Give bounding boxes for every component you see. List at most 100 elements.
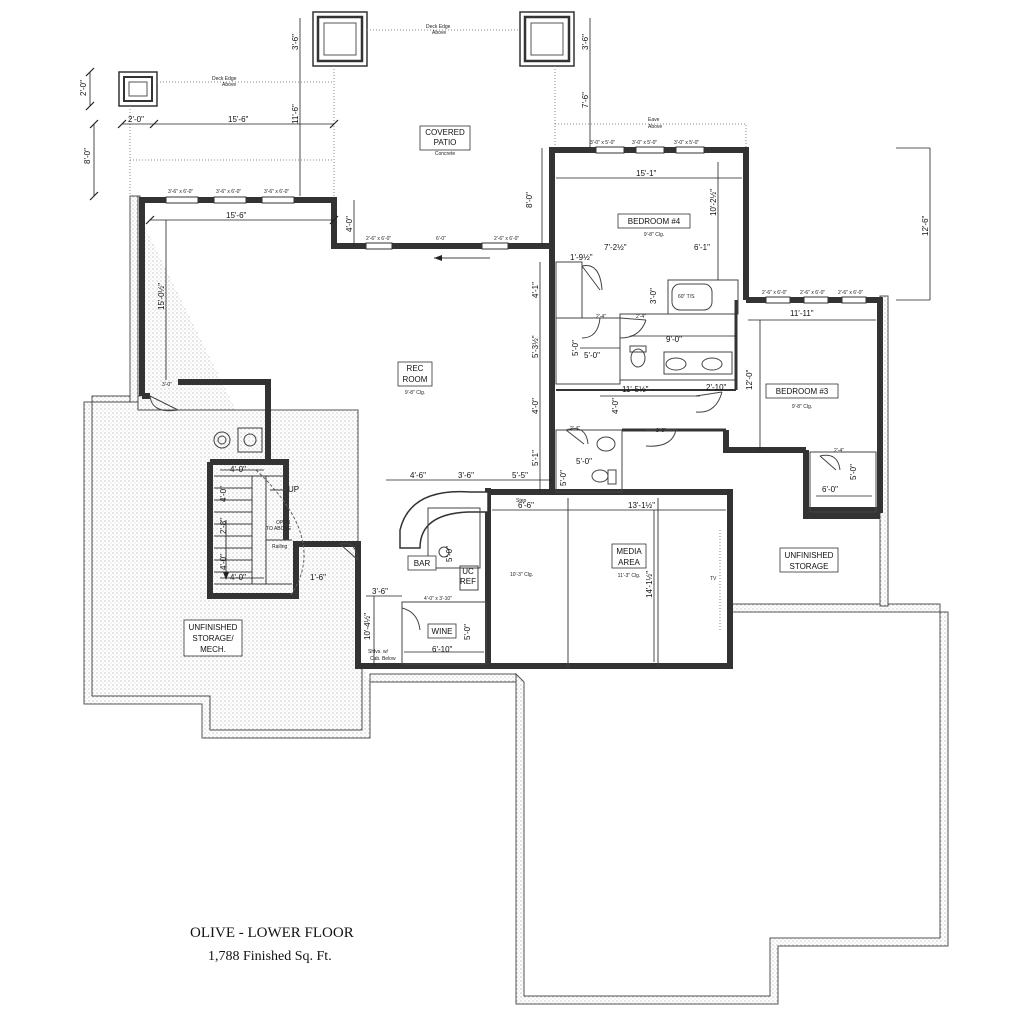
room-name: BAR xyxy=(414,559,431,568)
svg-text:2'-8": 2'-8" xyxy=(219,518,228,534)
svg-text:Shlvs. w/: Shlvs. w/ xyxy=(368,649,389,655)
svg-text:3'-6": 3'-6" xyxy=(581,34,590,50)
room-ceiling: 9'-8" Clg. xyxy=(644,232,664,238)
room-name: AREA xyxy=(618,558,640,567)
svg-text:5'-0": 5'-0" xyxy=(571,340,580,356)
svg-text:2'-4": 2'-4" xyxy=(570,426,580,432)
svg-text:Step: Step xyxy=(516,498,527,504)
svg-text:1'-6": 1'-6" xyxy=(310,573,326,582)
svg-text:4'-0": 4'-0" xyxy=(219,554,228,570)
svg-text:10'-3" Clg.: 10'-3" Clg. xyxy=(510,572,533,578)
room-name: PATIO xyxy=(434,138,457,147)
svg-text:Above: Above xyxy=(648,124,662,130)
svg-text:6'-0": 6'-0" xyxy=(822,485,838,494)
svg-text:4'-0": 4'-0" xyxy=(230,573,246,582)
svg-text:2'-6" x 6'-0": 2'-6" x 6'-0" xyxy=(762,290,787,296)
svg-text:UP: UP xyxy=(288,485,299,494)
svg-text:2'-6" x 6'-0": 2'-6" x 6'-0" xyxy=(494,236,519,242)
svg-text:4'-0" x 3'-10": 4'-0" x 3'-10" xyxy=(424,596,452,602)
svg-text:3'-6": 3'-6" xyxy=(291,34,300,50)
svg-text:1'-9½": 1'-9½" xyxy=(570,253,593,262)
svg-text:5'-0": 5'-0" xyxy=(584,351,600,360)
deck-edges xyxy=(129,29,747,196)
svg-text:60" T/S: 60" T/S xyxy=(678,294,695,300)
svg-text:10'-4½": 10'-4½" xyxy=(363,613,372,640)
room-name: UNFINISHED xyxy=(189,623,238,632)
svg-text:5'-1": 5'-1" xyxy=(531,450,540,466)
room-name: WINE xyxy=(432,627,453,636)
svg-text:7'-2½": 7'-2½" xyxy=(604,243,627,252)
room-name: COVERED xyxy=(425,128,465,137)
svg-text:10'-2½": 10'-2½" xyxy=(709,189,718,216)
svg-text:3'-6" x 6'-0": 3'-6" x 6'-0" xyxy=(168,189,193,195)
svg-text:2'-0": 2'-0" xyxy=(79,80,88,96)
svg-text:OPEN: OPEN xyxy=(276,520,291,526)
room-name: MECH. xyxy=(200,645,226,654)
svg-text:6'-0": 6'-0" xyxy=(436,236,446,242)
dimension-lines xyxy=(85,18,931,666)
svg-text:15'-6": 15'-6" xyxy=(228,115,249,124)
svg-text:8'-0": 8'-0" xyxy=(83,148,92,164)
room-name: UC xyxy=(462,567,474,576)
svg-text:6'-6": 6'-6" xyxy=(518,501,534,510)
svg-text:7'-6": 7'-6" xyxy=(581,92,590,108)
svg-text:2'-4": 2'-4" xyxy=(636,314,646,320)
room-wine: WINE xyxy=(427,623,457,639)
svg-text:2'-8": 2'-8" xyxy=(656,428,666,434)
svg-text:12'-6": 12'-6" xyxy=(921,215,930,236)
svg-text:15'-0½": 15'-0½" xyxy=(157,283,166,310)
svg-text:5'-0": 5'-0" xyxy=(463,624,472,640)
svg-text:15'-1": 15'-1" xyxy=(636,169,657,178)
svg-text:5'-3½": 5'-3½" xyxy=(531,335,540,358)
room-name: REF xyxy=(460,577,476,586)
svg-text:11'-11": 11'-11" xyxy=(790,309,814,318)
plan-subtitle: 1,788 Finished Sq. Ft. xyxy=(208,949,332,964)
svg-text:15'-6": 15'-6" xyxy=(226,211,247,220)
svg-text:4'-6": 4'-6" xyxy=(410,471,426,480)
room-name: STORAGE/ xyxy=(192,634,234,643)
room-name: MEDIA xyxy=(616,547,642,556)
room-unfinished-storage-mech: UNFINISHED STORAGE/ MECH. xyxy=(183,619,243,657)
svg-text:4'-1": 4'-1" xyxy=(531,282,540,298)
svg-text:5'-0": 5'-0" xyxy=(849,464,858,480)
svg-text:4'-0": 4'-0" xyxy=(345,216,354,232)
svg-text:11'-5½": 11'-5½" xyxy=(622,385,649,394)
svg-text:3'-6": 3'-6" xyxy=(372,587,388,596)
svg-text:TV: TV xyxy=(710,576,717,582)
svg-text:Above: Above xyxy=(222,82,236,88)
room-unfinished-storage: UNFINISHED STORAGE xyxy=(779,547,839,573)
svg-text:11'-6": 11'-6" xyxy=(291,104,300,124)
deck-post-top-right xyxy=(519,11,575,67)
room-name: STORAGE xyxy=(790,562,829,571)
room-rec-room: REC ROOM 9'-8" Clg. xyxy=(397,361,433,396)
deck-post-left xyxy=(118,71,158,107)
svg-text:TO ABOVE: TO ABOVE xyxy=(266,526,292,532)
svg-text:Cab. Below: Cab. Below xyxy=(370,656,396,662)
room-uc-ref: UC REF xyxy=(460,567,476,586)
svg-text:2'-10": 2'-10" xyxy=(706,383,727,392)
svg-text:Railing: Railing xyxy=(272,544,288,550)
room-ceiling: 9'-8" Clg. xyxy=(405,390,425,396)
svg-text:4'-0": 4'-0" xyxy=(531,398,540,414)
svg-text:13'-1½": 13'-1½" xyxy=(628,501,655,510)
exterior-walls xyxy=(139,147,883,669)
svg-text:Deck Edge: Deck Edge xyxy=(212,76,237,82)
svg-text:4'-0": 4'-0" xyxy=(611,398,620,414)
window-labels: 3'-6" x 6'-0" 3'-6" x 6'-0" 3'-6" x 6'-0… xyxy=(168,140,863,602)
svg-text:3'-0": 3'-0" xyxy=(162,382,172,388)
room-name: ROOM xyxy=(403,375,428,384)
svg-text:Deck Edge: Deck Edge xyxy=(426,24,451,30)
svg-text:3'-0": 3'-0" xyxy=(649,288,658,304)
svg-text:2'-4": 2'-4" xyxy=(596,314,606,320)
svg-text:2'-6" x 6'-0": 2'-6" x 6'-0" xyxy=(366,236,391,242)
room-name: BEDROOM #3 xyxy=(776,387,829,396)
window-marks xyxy=(165,146,867,304)
svg-text:6'-10": 6'-10" xyxy=(432,645,453,654)
room-bedroom-4: BEDROOM #4 9'-8" Clg. xyxy=(617,213,691,238)
room-bedroom-3: BEDROOM #3 9'-8" Clg. xyxy=(765,383,839,410)
svg-text:2'-0": 2'-0" xyxy=(128,115,144,124)
notes: Deck Edge Above Deck Edge Above Eave Abo… xyxy=(162,24,844,662)
svg-text:3'-0" x 5'-0": 3'-0" x 5'-0" xyxy=(590,140,615,146)
svg-text:8'-0": 8'-0" xyxy=(525,192,534,208)
